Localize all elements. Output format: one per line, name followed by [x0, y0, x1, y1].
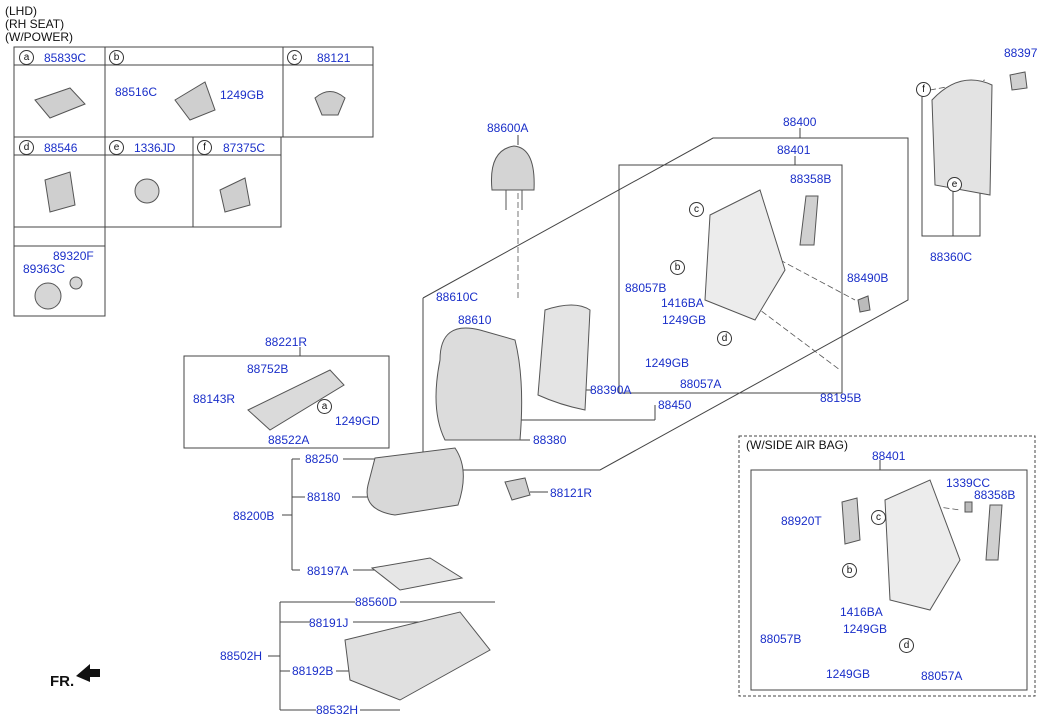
part-88390a: 88390A: [590, 383, 632, 397]
note-w-power: (W/POWER): [5, 30, 73, 44]
part-88358b: 88358B: [790, 172, 832, 186]
part-88057a-airbag: 88057A: [921, 669, 963, 683]
legend-letter-f: f: [197, 140, 212, 155]
part-88610: 88610: [458, 313, 492, 327]
part-1249gb-airbag-b: 1249GB: [826, 667, 871, 681]
callout-b-airbag: b: [842, 563, 857, 578]
legend-label-89363c: 89363C: [23, 262, 66, 276]
legend-letter-a: a: [19, 50, 34, 65]
part-88180: 88180: [307, 490, 341, 504]
callout-c-airbag: c: [871, 510, 886, 525]
side-airbag-title: (W/SIDE AIR BAG): [746, 438, 849, 452]
legend-part-c: 88121: [317, 51, 351, 65]
callout-d: d: [717, 331, 732, 346]
legend-label-88516c: 88516C: [115, 85, 158, 99]
part-1249gb-b: 1249GB: [645, 356, 690, 370]
part-88192b: 88192B: [292, 664, 334, 678]
note-rh-seat: (RH SEAT): [5, 17, 65, 31]
callout-f: f: [916, 82, 931, 97]
part-88057a: 88057A: [680, 377, 722, 391]
part-88560d: 88560D: [355, 595, 398, 609]
legend-letter-b: b: [109, 50, 124, 65]
part-88250: 88250: [305, 452, 339, 466]
legend-part-d: 88546: [44, 141, 78, 155]
callout-e: e: [947, 177, 962, 192]
part-88057b: 88057B: [625, 281, 667, 295]
part-88532h: 88532H: [316, 703, 359, 717]
part-1416ba-airbag: 1416BA: [840, 605, 883, 619]
part-88490b: 88490B: [847, 271, 889, 285]
part-88752b: 88752B: [247, 362, 289, 376]
callout-a: a: [317, 399, 332, 414]
part-88143r: 88143R: [193, 392, 236, 406]
callout-b: b: [670, 260, 685, 275]
part-88502h: 88502H: [220, 649, 263, 663]
part-88610c: 88610C: [436, 290, 479, 304]
legend-letter-c: c: [287, 50, 302, 65]
part-1249gb-a: 1249GB: [662, 313, 707, 327]
legend-label-1249gb: 1249GB: [220, 88, 265, 102]
callout-c: c: [689, 202, 704, 217]
part-88920t: 88920T: [781, 514, 822, 528]
part-88522a: 88522A: [268, 433, 310, 447]
part-88197a: 88197A: [307, 564, 349, 578]
part-88401: 88401: [777, 143, 811, 157]
part-88380: 88380: [533, 433, 567, 447]
part-88195b: 88195B: [820, 391, 862, 405]
part-88400: 88400: [783, 115, 817, 129]
part-1249gb-airbag-a: 1249GB: [843, 622, 888, 636]
legend-part-f: 87375C: [223, 141, 266, 155]
part-88121r: 88121R: [550, 486, 593, 500]
legend-letter-e: e: [109, 140, 124, 155]
part-1249gd: 1249GD: [335, 414, 380, 428]
direction-label: FR.: [50, 673, 75, 690]
part-88221r: 88221R: [265, 335, 308, 349]
part-88358b-airbag: 88358B: [974, 488, 1016, 502]
callout-d-airbag: d: [899, 638, 914, 653]
legend-label-89320f: 89320F: [53, 249, 94, 263]
part-88397: 88397: [1004, 46, 1038, 60]
part-88600a: 88600A: [487, 121, 529, 135]
note-lhd: (LHD): [5, 4, 37, 18]
part-88360c: 88360C: [930, 250, 973, 264]
part-88450: 88450: [658, 398, 692, 412]
fr-arrow: [76, 664, 100, 682]
part-88191j: 88191J: [309, 616, 349, 630]
part-1339cc: 1339CC: [946, 476, 991, 490]
part-88057b-airbag: 88057B: [760, 632, 802, 646]
legend-part-a: 85839C: [44, 51, 87, 65]
legend-letter-d: d: [19, 140, 34, 155]
legend-part-e: 1336JD: [134, 141, 176, 155]
part-1416ba: 1416BA: [661, 296, 704, 310]
part-88401-airbag: 88401: [872, 449, 906, 463]
part-88200b: 88200B: [233, 509, 275, 523]
